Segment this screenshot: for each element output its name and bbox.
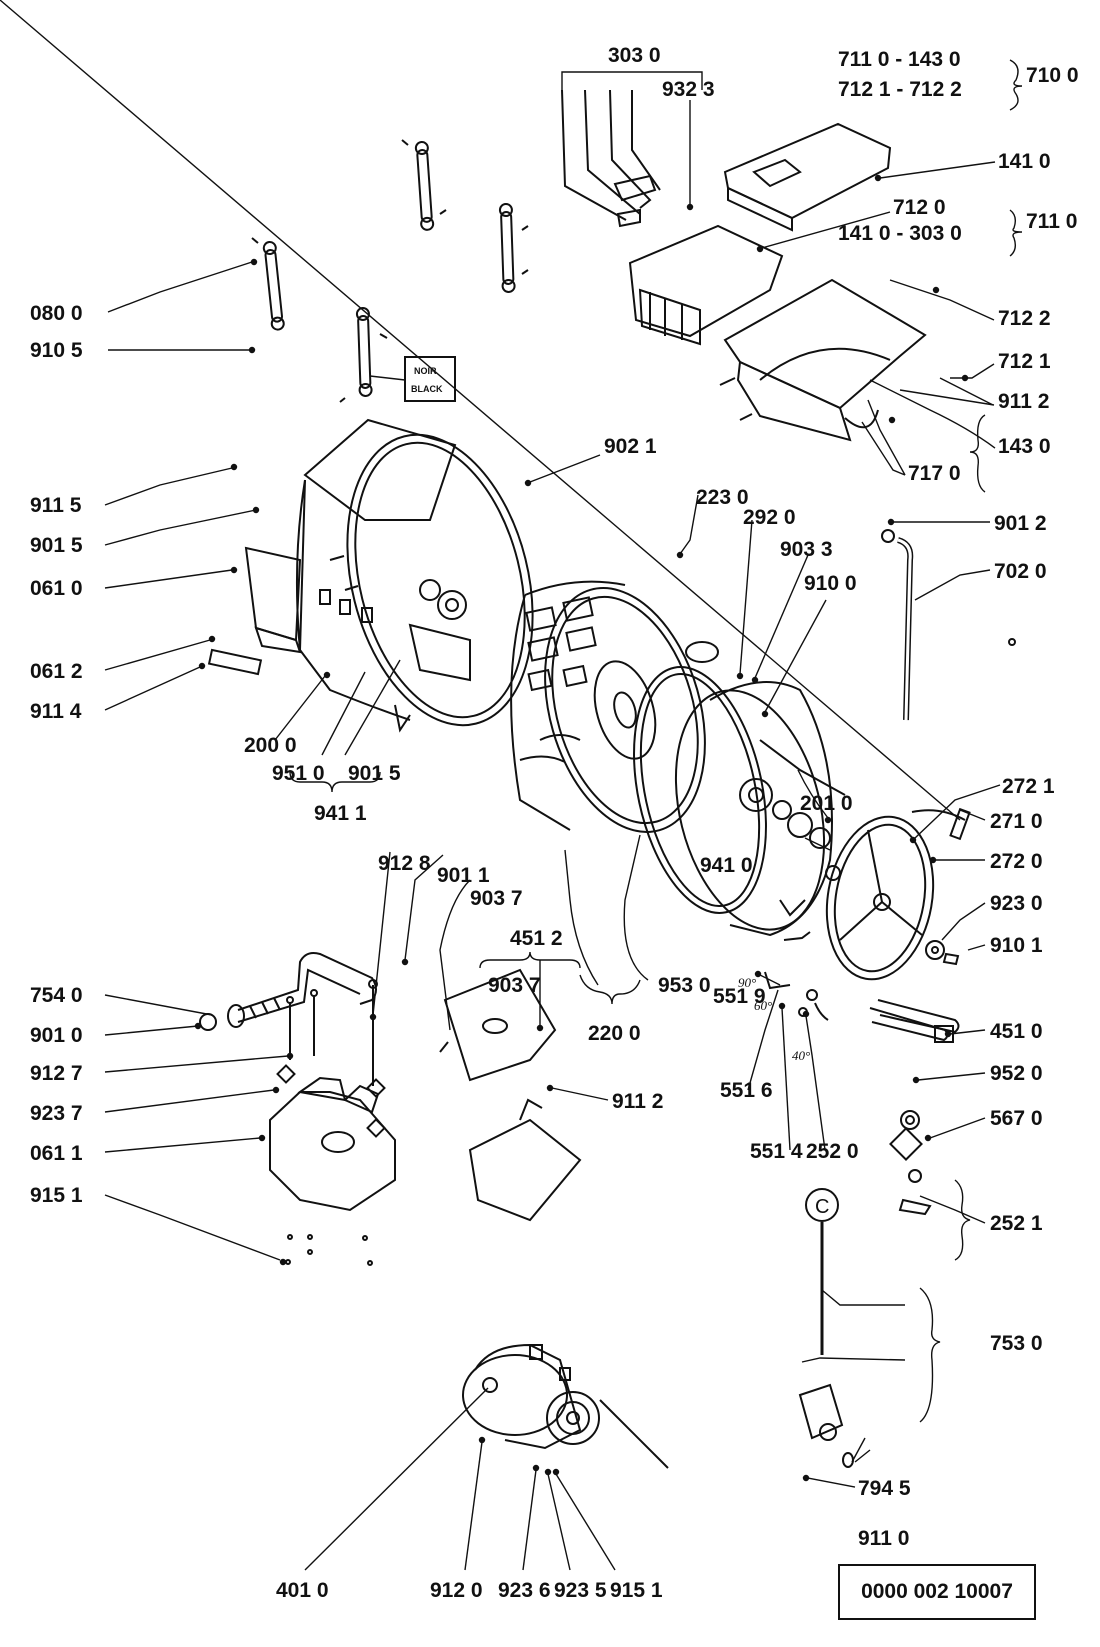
- angle-90-label: 90°: [738, 975, 756, 990]
- part-label-2720: 272 0: [990, 850, 1043, 873]
- part-label-9015-tub: 901 5: [348, 762, 401, 785]
- part-label-5670: 567 0: [990, 1107, 1043, 1130]
- part-label-9015-left: 901 5: [30, 534, 83, 557]
- part-label-9127: 912 7: [30, 1062, 83, 1085]
- part-label-7122: 712 2: [998, 307, 1051, 330]
- part-label-7100: 710 0: [1026, 64, 1079, 87]
- shock-absorber-illustrations: [251, 139, 529, 403]
- heater-illustration: [869, 999, 960, 1043]
- part-label-9112-pump: 911 2: [612, 1090, 663, 1113]
- part-label-2710: 271 0: [990, 810, 1043, 833]
- part-label-9236: 923 6: [498, 1579, 551, 1602]
- part-label-2230: 223 0: [696, 486, 749, 509]
- angle-60-label: 60°: [754, 998, 772, 1013]
- part-label-9151-left: 915 1: [30, 1184, 83, 1207]
- part-label-9530: 953 0: [658, 974, 711, 997]
- part-label-7110: 711 0: [1026, 210, 1077, 233]
- outer-tub-rear-illustration: [674, 681, 846, 937]
- drain-pump-illustration: [439, 968, 582, 1222]
- outer-tub-left-illustration: [207, 418, 534, 733]
- part-label-1410-3030: 141 0 - 303 0: [838, 222, 962, 245]
- foot-illustration: [269, 1064, 396, 1266]
- part-label-9128: 912 8: [378, 852, 431, 875]
- part-label-9120: 912 0: [430, 1579, 483, 1602]
- part-label-0800: 080 0: [30, 302, 83, 325]
- part-label-9410: 941 0: [700, 854, 753, 877]
- document-number-box: 0000 002 10007: [838, 1564, 1036, 1620]
- part-label-7110-1430: 711 0 - 143 0: [838, 48, 961, 71]
- part-label-9114: 911 4: [30, 700, 82, 723]
- drum-illustration: [510, 580, 706, 833]
- part-label-9230: 923 0: [990, 892, 1043, 915]
- part-label-9101: 910 1: [990, 934, 1043, 957]
- part-label-5519: 551 9: [713, 985, 766, 1008]
- part-label-9520: 952 0: [990, 1062, 1043, 1085]
- part-label-5514: 551 4: [750, 1140, 803, 1163]
- part-label-4510: 451 0: [990, 1020, 1043, 1043]
- black-label: BLACK: [411, 384, 443, 394]
- part-label-7020: 702 0: [994, 560, 1047, 583]
- inlet-hose-illustration: [199, 952, 378, 1086]
- motor-illustration: [462, 1343, 669, 1469]
- part-label-9110: 911 0: [858, 1527, 909, 1550]
- circle-c-label: C: [815, 1196, 829, 1218]
- part-label-5516: 551 6: [720, 1079, 773, 1102]
- part-label-2010: 201 0: [800, 792, 853, 815]
- drain-hose-illustration: [881, 529, 1016, 721]
- part-label-9037-b: 903 7: [488, 974, 541, 997]
- part-label-9323: 932 3: [662, 78, 715, 101]
- part-label-2000: 200 0: [244, 734, 297, 757]
- circle-c-marker: C: [805, 1188, 839, 1222]
- part-label-1430: 143 0: [998, 435, 1051, 458]
- part-label-7945: 794 5: [858, 1477, 911, 1500]
- part-label-2521: 252 1: [990, 1212, 1043, 1235]
- part-label-9151-bottom: 915 1: [610, 1579, 663, 1602]
- part-label-7530: 753 0: [990, 1332, 1043, 1355]
- part-label-9010: 901 0: [30, 1024, 83, 1047]
- part-label-2920: 292 0: [743, 506, 796, 529]
- part-label-0612: 061 2: [30, 660, 83, 683]
- part-label-9033: 903 3: [780, 538, 833, 561]
- part-label-4010: 401 0: [276, 1579, 329, 1602]
- part-label-1410: 141 0: [998, 150, 1051, 173]
- part-label-4512: 451 2: [510, 927, 563, 950]
- part-label-9012: 901 2: [994, 512, 1047, 535]
- part-label-7121: 712 1: [998, 350, 1051, 373]
- pressure-switch-illustration: [798, 1110, 932, 1468]
- part-label-9105: 910 5: [30, 339, 83, 362]
- part-label-9510: 951 0: [272, 762, 325, 785]
- noir-label: NOIR: [414, 366, 437, 376]
- part-label-2200: 220 0: [588, 1022, 641, 1045]
- part-label-9112-top: 911 2: [998, 390, 1049, 413]
- part-label-0610: 061 0: [30, 577, 83, 600]
- document-number: 0000 002 10007: [861, 1580, 1013, 1603]
- part-label-2721: 272 1: [1002, 775, 1055, 798]
- leader-lines: [0, 0, 1023, 1571]
- part-label-0611: 061 1: [30, 1142, 83, 1165]
- part-label-3030: 303 0: [608, 44, 661, 67]
- part-label-9237: 923 7: [30, 1102, 83, 1125]
- part-label-2520: 252 0: [806, 1140, 859, 1163]
- detergent-dispenser-illustrations: [561, 89, 927, 442]
- angle-40-label: 40°: [792, 1048, 810, 1063]
- part-labels: 303 0 932 3 711 0 - 143 0 712 1 - 712 2 …: [30, 44, 1079, 1602]
- part-label-9037-a: 903 7: [470, 887, 523, 910]
- part-label-9115: 911 5: [30, 494, 82, 517]
- part-label-9235: 923 5: [554, 1579, 607, 1602]
- part-label-9021: 902 1: [604, 435, 657, 458]
- thermostat-illustration: [764, 931, 829, 1021]
- part-label-9411: 941 1: [314, 802, 367, 825]
- part-label-7120: 712 0: [893, 196, 946, 219]
- part-label-7121-7122: 712 1 - 712 2: [838, 78, 962, 101]
- part-label-9100: 910 0: [804, 572, 857, 595]
- noir-black-tag: NOIR BLACK: [369, 356, 456, 402]
- pulley-illustration: [825, 807, 971, 981]
- part-label-7540: 754 0: [30, 984, 83, 1007]
- part-label-7170: 717 0: [908, 462, 961, 485]
- part-label-9011: 901 1: [437, 864, 490, 887]
